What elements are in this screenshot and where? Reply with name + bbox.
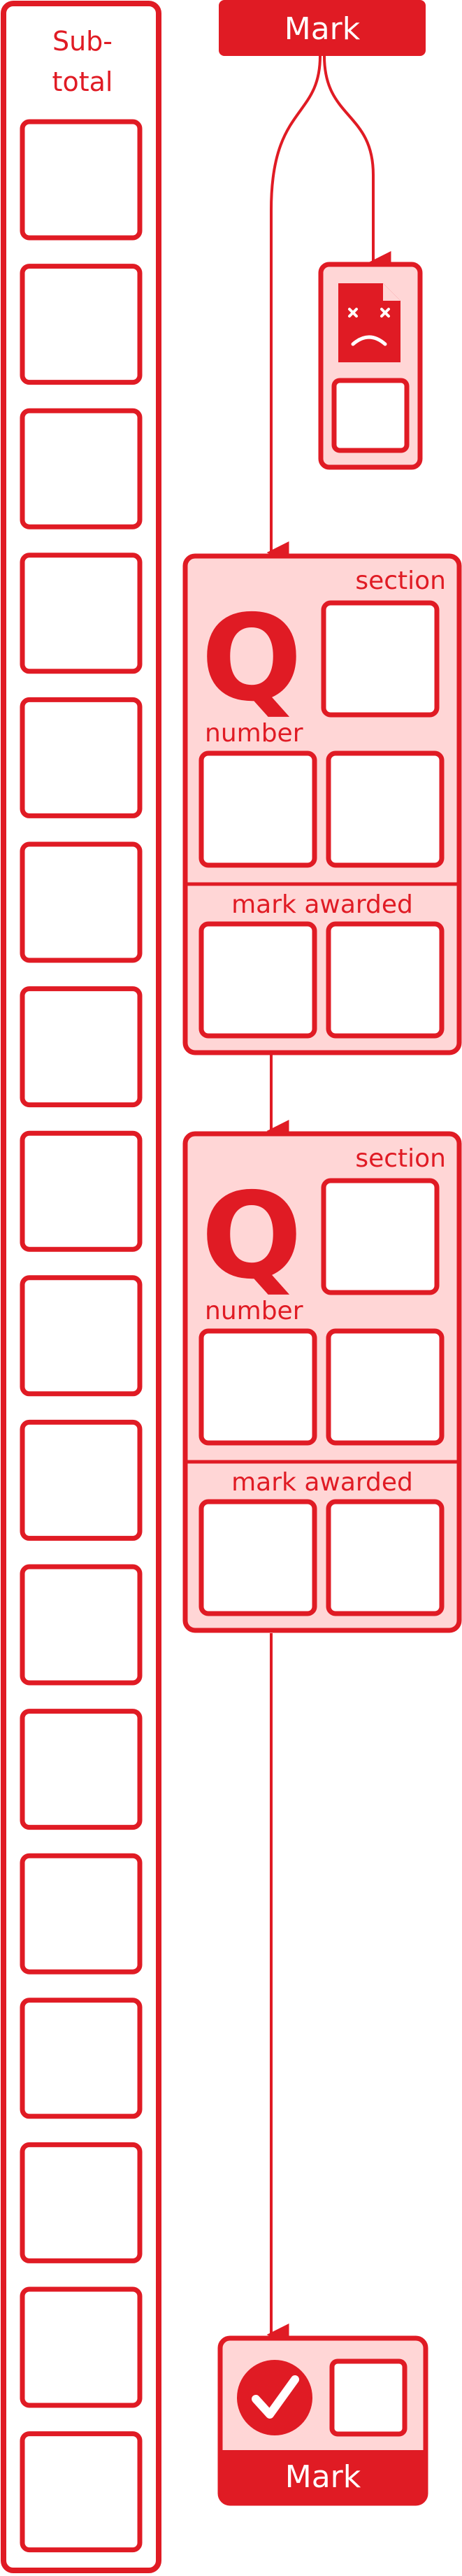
q-icon: Q <box>201 590 303 728</box>
number-box-1 <box>198 750 317 868</box>
mark-box-2 <box>326 921 445 1039</box>
number-label: number <box>205 719 303 748</box>
subtotal-box <box>20 1419 143 1541</box>
subtotal-box <box>20 264 143 385</box>
result-card: Mark <box>217 2335 428 2506</box>
section-label: section <box>355 567 446 595</box>
bottom-mark-label: Mark <box>285 2459 361 2495</box>
number-box-2 <box>326 750 445 868</box>
subtotal-label-line2: total <box>52 66 113 97</box>
subtotal-box <box>20 119 143 241</box>
number-label: number <box>205 1297 303 1325</box>
subtotal-box <box>20 1130 143 1252</box>
connectors <box>266 55 391 2346</box>
subtotal-box <box>20 1709 143 1830</box>
connector-to-error-card <box>323 55 391 273</box>
number-box-2 <box>326 1328 445 1446</box>
subtotal-box <box>20 1853 143 1974</box>
section-box <box>321 1178 440 1295</box>
error-card <box>318 262 423 470</box>
subtotal-label-line1: Sub- <box>52 26 113 57</box>
subtotal-boxes <box>20 119 143 2553</box>
result-box <box>329 2358 407 2437</box>
result-card-footer <box>220 2450 426 2503</box>
section-box <box>321 600 440 718</box>
mark-box-1 <box>198 921 317 1039</box>
error-card-box <box>331 378 410 453</box>
subtotal-box <box>20 986 143 1108</box>
subtotal-box <box>20 1564 143 1686</box>
subtotal-box <box>20 2431 143 2553</box>
check-circle-icon <box>237 2360 312 2435</box>
subtotal-box <box>20 1275 143 1397</box>
mark-awarded-label: mark awarded <box>231 1468 413 1497</box>
top-mark-label: Mark <box>284 11 361 47</box>
q-icon: Q <box>201 1167 303 1306</box>
mark-box-1 <box>198 1499 317 1616</box>
sad-document-icon <box>338 283 400 362</box>
subtotal-box <box>20 697 143 818</box>
question-card: section Q number mark awarded <box>182 1131 462 1633</box>
question-card: section Q number mark awarded <box>182 553 462 1055</box>
section-label: section <box>355 1144 446 1173</box>
top-mark-header: Mark <box>219 0 426 56</box>
subtotal-box <box>20 1998 143 2119</box>
subtotal-box <box>20 841 143 963</box>
subtotal-box <box>20 2286 143 2408</box>
subtotal-box <box>20 408 143 529</box>
mark-box-2 <box>326 1499 445 1616</box>
top-mark-tab <box>219 0 426 56</box>
subtotal-box <box>20 2142 143 2263</box>
connector-to-question-1 <box>266 55 322 564</box>
subtotal-column: Sub- total <box>1 1 161 2573</box>
mark-awarded-label: mark awarded <box>231 890 413 919</box>
number-box-1 <box>198 1328 317 1446</box>
subtotal-box <box>20 553 143 674</box>
